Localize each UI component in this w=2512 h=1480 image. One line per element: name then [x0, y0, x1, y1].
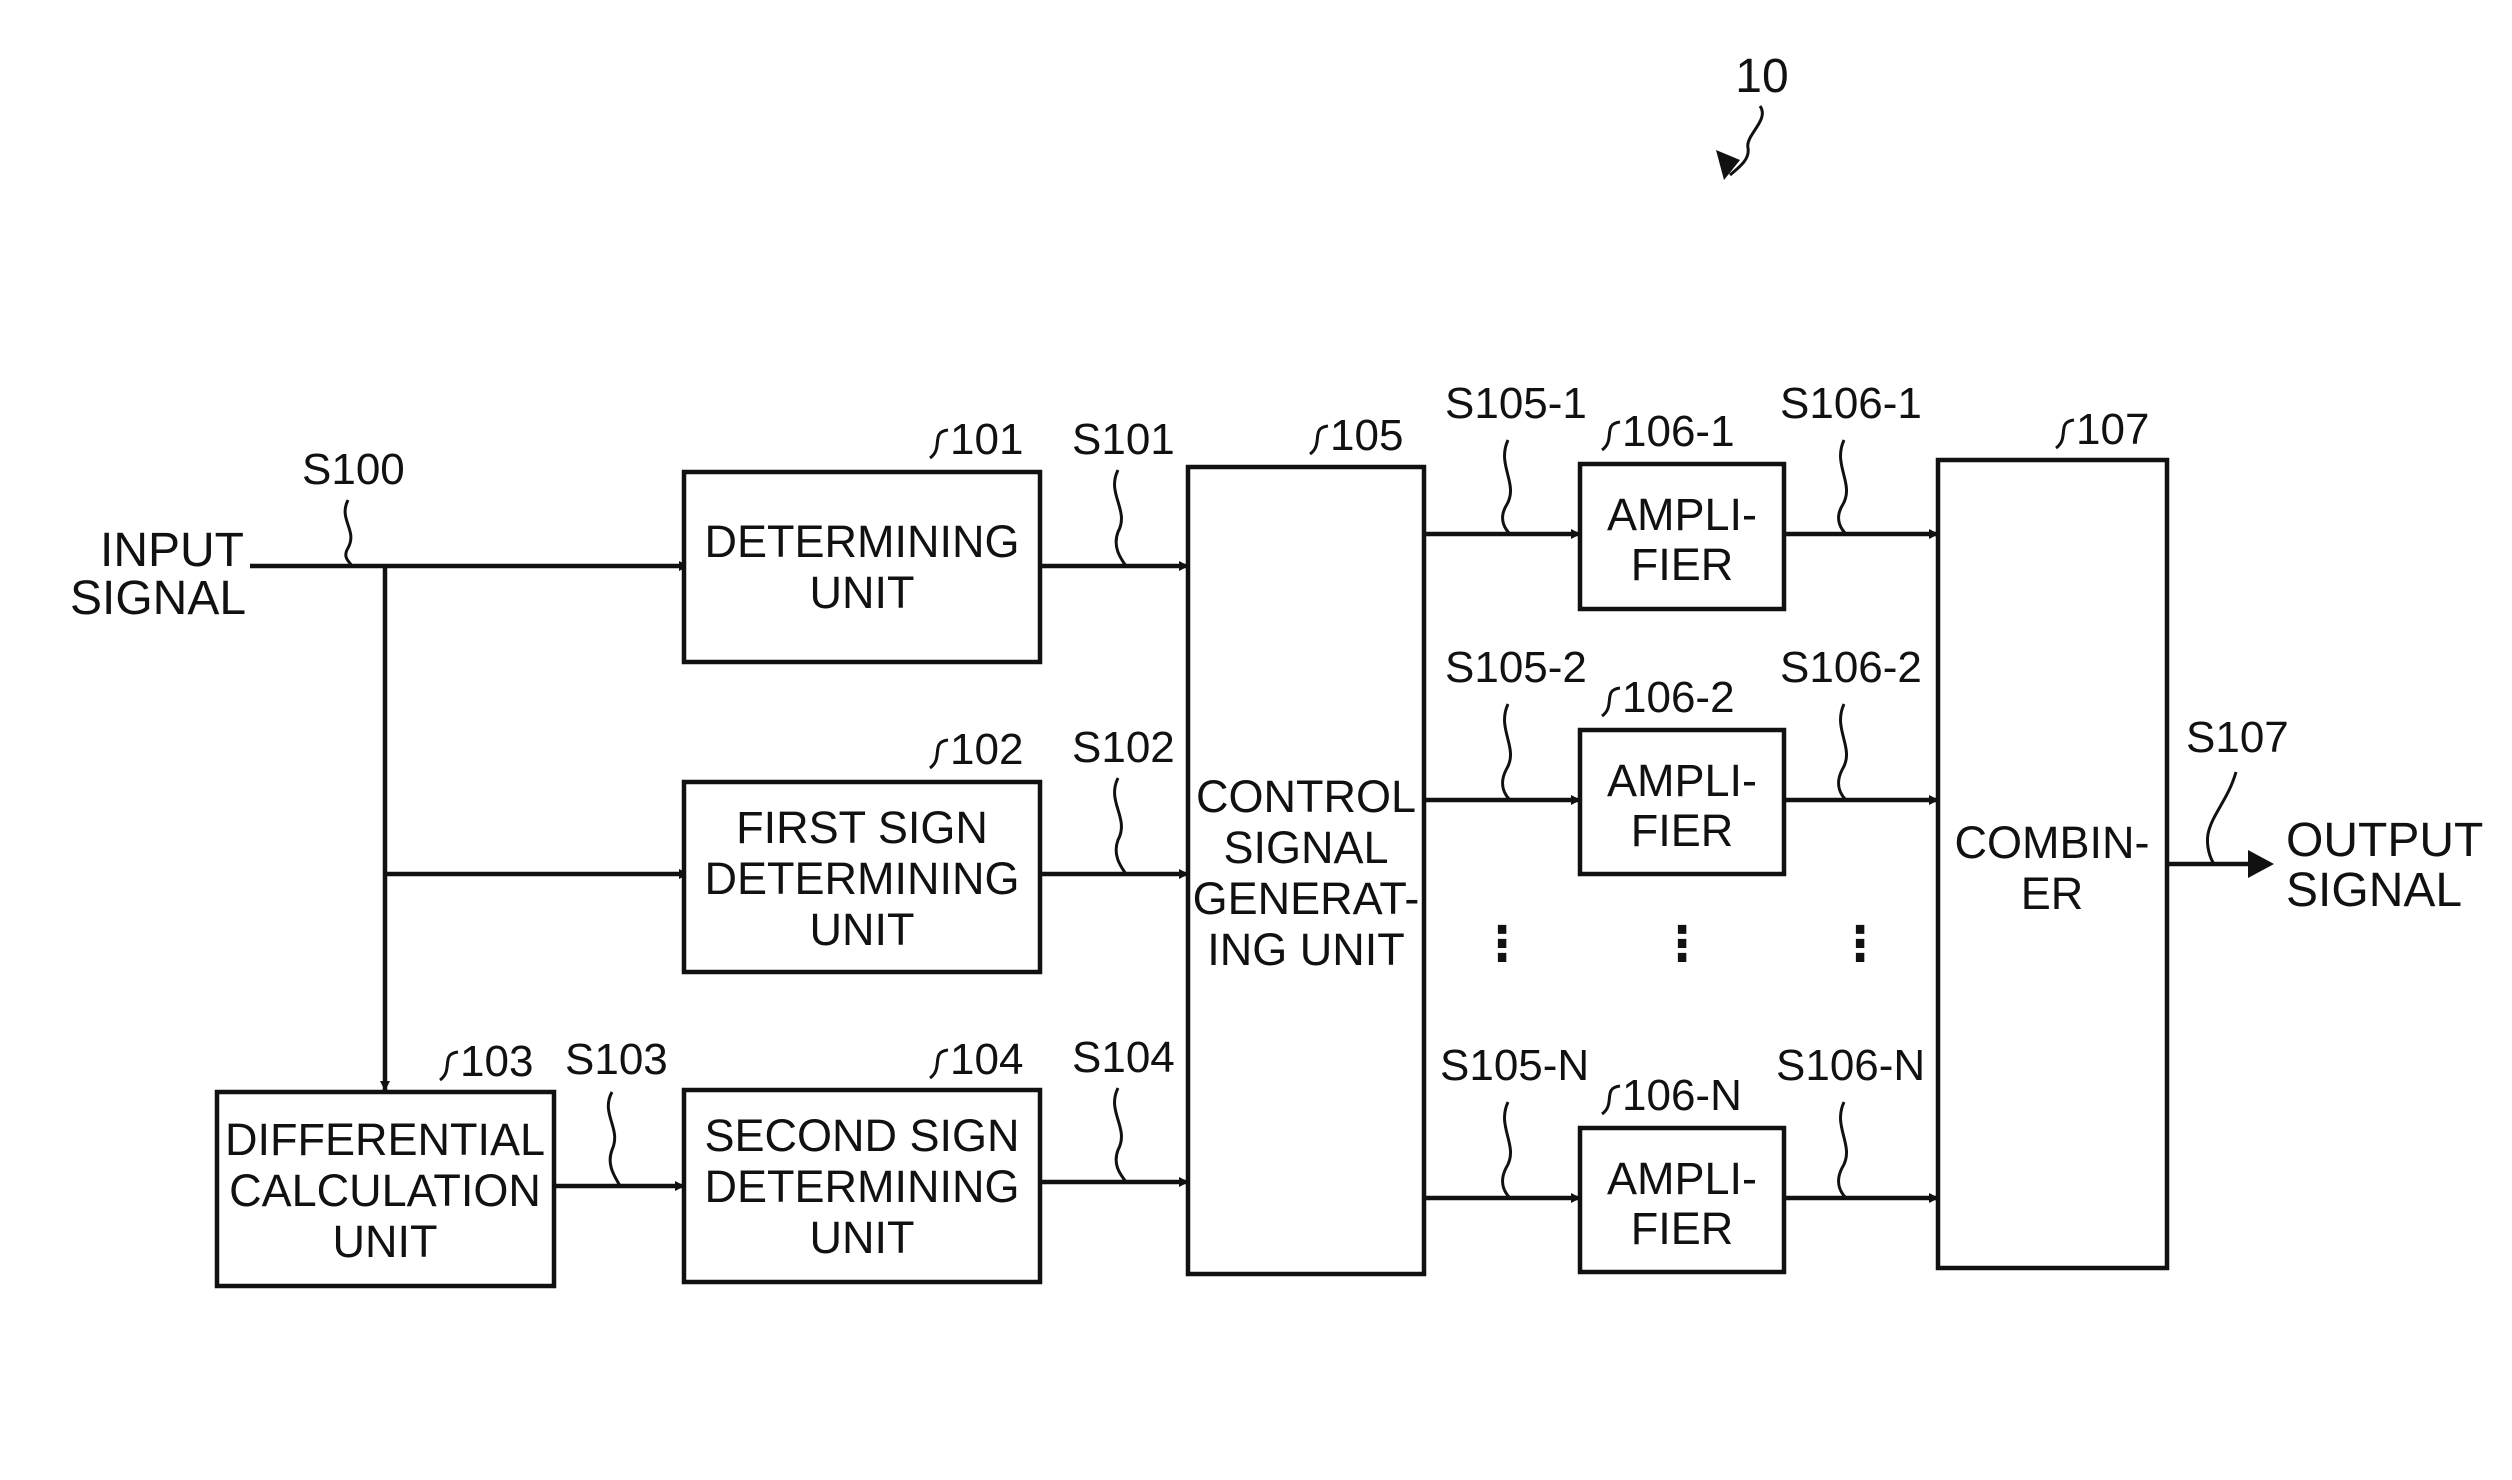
- signal-label-s105-n: S105-N: [1440, 1041, 1589, 1090]
- block-106-n-line-2: FIER: [1631, 1203, 1734, 1254]
- ref-107: 107: [2076, 405, 2149, 454]
- ref-105-leader: [1310, 426, 1328, 454]
- leader-s107: [2207, 772, 2236, 864]
- figure-ref: 10: [1716, 50, 1789, 180]
- figure-ref-arrow-icon: [1716, 150, 1740, 180]
- input-signal-label: INPUT SIGNAL: [70, 524, 246, 625]
- block-107-line-2: ER: [2021, 868, 2084, 919]
- ref-106-n: 106-N: [1622, 1071, 1742, 1120]
- leader-s104: [1115, 1088, 1126, 1182]
- ref-106-1: 106-1: [1622, 407, 1735, 456]
- output-label-line-2: SIGNAL: [2286, 864, 2462, 917]
- signal-label-s106-2: S106-2: [1780, 643, 1922, 692]
- leader-s103: [608, 1092, 620, 1186]
- block-105-line-1: CONTROL: [1196, 771, 1416, 822]
- ref-103: 103: [460, 1037, 533, 1086]
- block-106-1-line-2: FIER: [1631, 539, 1734, 590]
- leader-s106-1: [1839, 440, 1847, 534]
- block-106-1-line-1: AMPLI-: [1607, 489, 1757, 540]
- ref-106-2-leader: [1602, 688, 1620, 716]
- figure-ref-number: 10: [1735, 50, 1788, 103]
- block-107-line-1: COMBIN-: [1955, 817, 2150, 868]
- output-signal-label: OUTPUT SIGNAL: [2286, 814, 2483, 917]
- signal-label-s106-n: S106-N: [1776, 1041, 1925, 1090]
- input-label-line-1: INPUT: [100, 524, 244, 577]
- block-104-line-2: DETERMINING: [705, 1161, 1020, 1212]
- leader-s100: [345, 500, 352, 566]
- leader-s106-n: [1839, 1102, 1847, 1198]
- ref-106-n-leader: [1602, 1086, 1620, 1114]
- block-101-line-1: DETERMINING: [705, 516, 1020, 567]
- block-106-2-line-2: FIER: [1631, 805, 1734, 856]
- block-103-line-1: DIFFERENTIAL: [225, 1114, 545, 1165]
- signal-label-s103: S103: [565, 1035, 668, 1084]
- signal-label-s100: S100: [302, 445, 405, 494]
- block-103-line-2: CALCULATION: [229, 1165, 541, 1216]
- block-105-line-3: GENERAT-: [1193, 873, 1420, 924]
- ref-102: 102: [950, 725, 1023, 774]
- ref-104-leader: [930, 1050, 948, 1078]
- leader-s105-1: [1503, 440, 1511, 534]
- leader-s105-n: [1503, 1102, 1511, 1198]
- block-102-line-3: UNIT: [810, 904, 915, 955]
- ref-105: 105: [1330, 411, 1403, 460]
- leader-s105-2: [1503, 704, 1511, 800]
- block-106-n-line-1: AMPLI-: [1607, 1153, 1757, 1204]
- block-105-line-2: SIGNAL: [1223, 822, 1388, 873]
- block-102-line-1: FIRST SIGN: [736, 802, 988, 853]
- block-103-line-3: UNIT: [333, 1216, 438, 1267]
- signal-label-s105-2: S105-2: [1445, 643, 1587, 692]
- signal-label-s102: S102: [1072, 723, 1175, 772]
- ellipsis-s106: ⋮: [1836, 918, 1884, 971]
- ellipsis-amplifiers: ⋮: [1658, 918, 1706, 971]
- block-105-line-4: ING UNIT: [1207, 924, 1405, 975]
- ref-106-1-leader: [1602, 422, 1620, 450]
- ref-103-leader: [440, 1052, 458, 1080]
- signal-label-s105-1: S105-1: [1445, 379, 1587, 428]
- output-arrow-icon: [2248, 850, 2274, 878]
- ref-104: 104: [950, 1035, 1023, 1084]
- block-104-line-1: SECOND SIGN: [704, 1110, 1019, 1161]
- ref-101: 101: [950, 415, 1023, 464]
- output-label-line-1: OUTPUT: [2286, 814, 2483, 867]
- block-102-line-2: DETERMINING: [705, 853, 1020, 904]
- signal-label-s104: S104: [1072, 1033, 1175, 1082]
- block-106-2-line-1: AMPLI-: [1607, 755, 1757, 806]
- signal-label-s106-1: S106-1: [1780, 379, 1922, 428]
- leader-s101: [1115, 470, 1126, 566]
- signal-label-s101: S101: [1072, 415, 1175, 464]
- block-101-line-2: UNIT: [810, 567, 915, 618]
- signal-label-s107: S107: [2186, 713, 2289, 762]
- block-104-line-3: UNIT: [810, 1212, 915, 1263]
- ref-102-leader: [930, 740, 948, 768]
- ref-106-2: 106-2: [1622, 673, 1735, 722]
- ellipsis-s105: ⋮: [1478, 918, 1526, 971]
- leader-s106-2: [1839, 704, 1847, 800]
- ref-107-leader: [2056, 420, 2074, 448]
- input-label-line-2: SIGNAL: [70, 572, 246, 625]
- leader-s102: [1115, 778, 1126, 874]
- ref-101-leader: [930, 430, 948, 458]
